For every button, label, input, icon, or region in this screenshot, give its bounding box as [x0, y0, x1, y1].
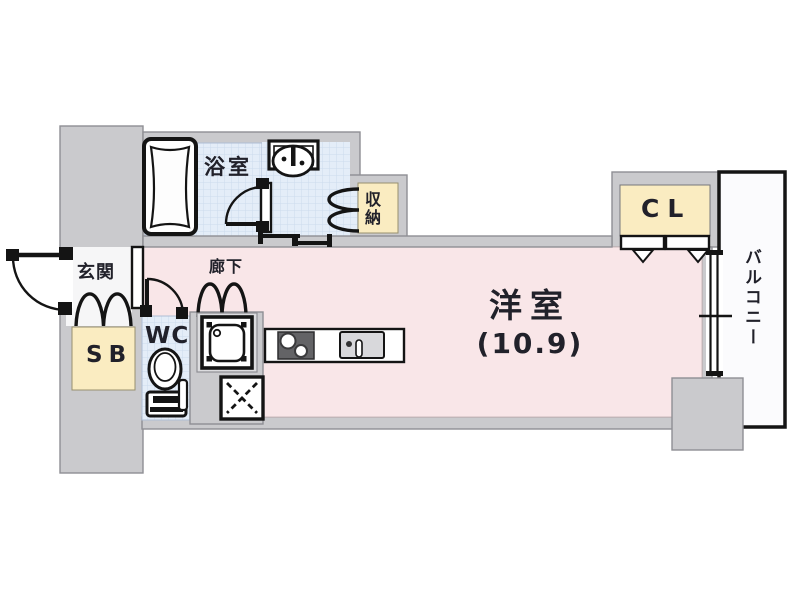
storage-label: 収納 — [362, 191, 381, 227]
entrance-door-stop — [58, 302, 72, 315]
toilet-base-bar — [150, 407, 183, 412]
washer-bolt-tl — [206, 322, 212, 328]
wc-door-jamb — [130, 245, 145, 310]
closet-door-arrow-right — [685, 249, 711, 264]
stove-burner-small — [294, 344, 308, 358]
hallway-label: 廊下 — [209, 257, 244, 276]
shoe-box-floor — [71, 326, 136, 391]
entrance-door-hinge — [59, 247, 73, 260]
balcony-label: バルコニー — [741, 248, 761, 348]
storage-double-door — [327, 187, 360, 233]
slide-rail-lower — [296, 241, 332, 245]
pillar-bottom-right — [671, 377, 744, 451]
washer-drum — [208, 323, 246, 363]
toilet-pipe — [177, 378, 189, 412]
bathroom-door-post-top — [256, 178, 269, 189]
wall-top-band — [142, 235, 613, 248]
slide-rail-upper — [258, 234, 300, 238]
bathroom-door-post-bottom — [256, 221, 269, 232]
balcony-window — [699, 250, 732, 376]
washer-bolt-bl — [206, 356, 212, 362]
toilet-lid-bar — [153, 396, 179, 403]
bathtub-inner — [149, 145, 191, 229]
washroom-sliding-door — [258, 231, 332, 247]
stove-burner-large — [279, 332, 297, 350]
wc-label: WC — [145, 323, 190, 349]
closet-door-left — [619, 234, 666, 251]
sink-drain — [346, 341, 352, 347]
floor-hatch — [219, 375, 265, 421]
storage-floor — [357, 182, 399, 234]
window-cap-bottom — [706, 371, 723, 376]
closet-label: CL — [641, 194, 692, 223]
entrance-door-cap — [6, 249, 19, 261]
kitchen — [263, 327, 406, 364]
shoe-box-label: SB — [86, 342, 133, 368]
toilet — [145, 347, 189, 418]
hatch-cross — [226, 382, 258, 414]
main-room-label: 洋室 — [489, 286, 571, 325]
closet-floor — [619, 184, 711, 237]
closet-door-right — [664, 234, 711, 251]
closet-door-arrow-left — [630, 249, 656, 264]
shoe-box-double-door — [74, 292, 133, 327]
toilet-bowl-inner — [153, 352, 177, 382]
bathroom-door — [224, 178, 273, 234]
slide-cap-right — [327, 234, 332, 247]
closet-doors — [619, 234, 711, 264]
wc-door-post-right — [176, 307, 188, 319]
entrance-door-gap — [58, 255, 73, 308]
storage-doors — [327, 187, 360, 233]
bathroom-label: 浴室 — [204, 155, 252, 179]
window-cap-top — [706, 250, 723, 255]
wc-door-post-left — [140, 305, 152, 317]
entrance-door-swing — [11, 256, 67, 312]
washbasin-knob-right — [299, 160, 305, 166]
entrance-label: 玄関 — [77, 262, 115, 283]
washbasin — [267, 139, 320, 178]
washer-dial — [212, 328, 222, 338]
window-sliding-panes — [709, 253, 719, 373]
washer-bolt-tr — [241, 322, 247, 328]
shoe-box-doors — [74, 292, 133, 327]
washer-bolt-br — [241, 356, 247, 362]
main-room-size-label: (10.9) — [476, 327, 584, 360]
slide-cap-mid — [292, 236, 298, 246]
washing-machine — [196, 312, 258, 373]
window-frame-bg — [706, 250, 723, 376]
washbasin-faucet — [291, 147, 296, 166]
washbasin-knob-left — [281, 156, 287, 162]
entrance-door — [6, 247, 73, 315]
bathtub — [142, 137, 198, 236]
wc-door — [130, 245, 188, 319]
sink-faucet — [355, 339, 363, 358]
